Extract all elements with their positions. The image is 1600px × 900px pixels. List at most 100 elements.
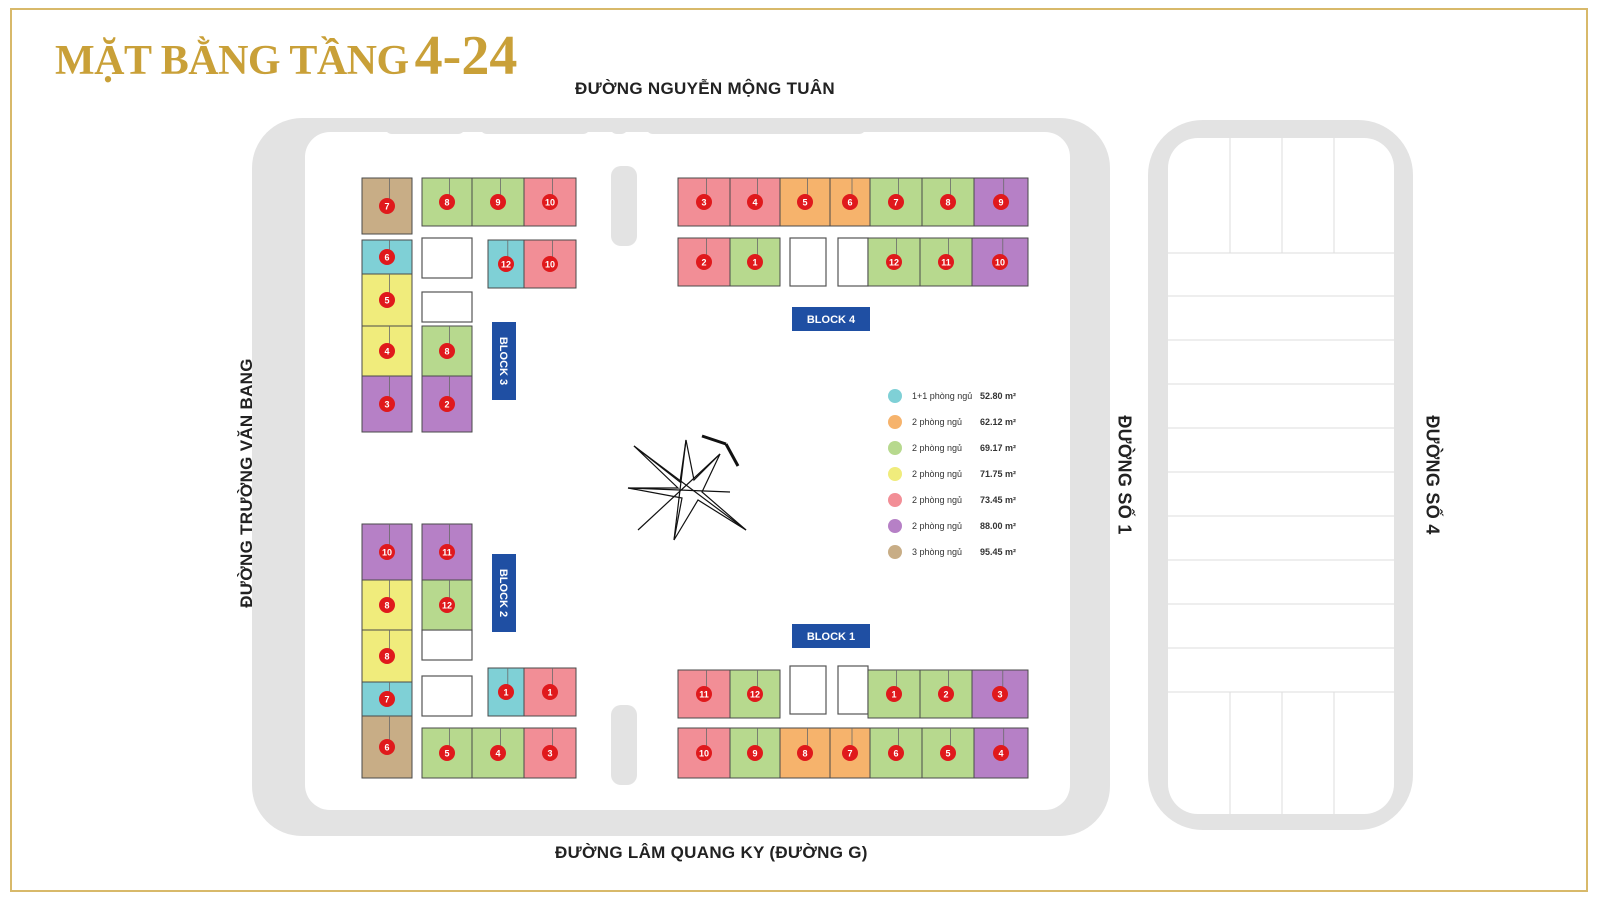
unit-number: 2 bbox=[444, 400, 449, 410]
compass-needle bbox=[701, 434, 727, 446]
unit-number-badge bbox=[542, 256, 558, 272]
block-2-unit[interactable]: 7 bbox=[361, 681, 413, 717]
unit-number-badge bbox=[439, 745, 455, 761]
unit-number: 4 bbox=[384, 347, 389, 357]
block-1-unit[interactable]: 3 bbox=[971, 669, 1029, 719]
top-lane-4 bbox=[646, 120, 866, 134]
block-4-unit[interactable]: 3 bbox=[677, 177, 731, 227]
unit-number: 9 bbox=[998, 198, 1003, 208]
block-1-unit[interactable]: 8 bbox=[779, 727, 831, 779]
unit-number-badge bbox=[379, 198, 395, 214]
unit-number-badge bbox=[439, 544, 455, 560]
block-2-unit[interactable]: 3 bbox=[523, 727, 577, 779]
block-3-unit[interactable]: 8 bbox=[421, 177, 473, 227]
unit-number: 10 bbox=[995, 258, 1005, 268]
unit-area bbox=[361, 177, 413, 235]
block-3-unit[interactable]: 12 bbox=[487, 239, 525, 289]
block-3-unit[interactable]: 3 bbox=[361, 375, 413, 433]
block-4-label: BLOCK 4 bbox=[792, 307, 870, 331]
legend-swatch bbox=[888, 493, 902, 507]
unit-number: 8 bbox=[444, 198, 449, 208]
block-2-unit[interactable]: 4 bbox=[471, 727, 525, 779]
unit-number-badge bbox=[888, 745, 904, 761]
compass-ray bbox=[637, 453, 721, 531]
block-3-unit[interactable]: 6 bbox=[361, 239, 413, 275]
block-3-unit[interactable]: 8 bbox=[421, 325, 473, 377]
unit-number: 7 bbox=[384, 202, 389, 212]
block-2-unit[interactable]: 1 bbox=[487, 667, 525, 717]
block-4-unit[interactable]: 8 bbox=[921, 177, 975, 227]
block-3-unit[interactable]: 10 bbox=[523, 239, 577, 289]
unit-number-badge bbox=[992, 686, 1008, 702]
unit-number-badge bbox=[439, 343, 455, 359]
unit-number-badge bbox=[490, 194, 506, 210]
block-3-unit[interactable]: 9 bbox=[471, 177, 525, 227]
block-1-unit[interactable]: 11 bbox=[677, 669, 731, 719]
core-block-4-a bbox=[789, 237, 827, 287]
block-4-unit[interactable]: 7 bbox=[869, 177, 923, 227]
legend-item: 1+1 phòng ngủ 52.80 m² bbox=[888, 383, 1038, 409]
unit-number-badge bbox=[747, 194, 763, 210]
block-4-unit[interactable]: 1 bbox=[729, 237, 781, 287]
block-1-unit[interactable]: 9 bbox=[729, 727, 781, 779]
block-1-unit[interactable]: 2 bbox=[919, 669, 973, 719]
legend-area: 69.17 m² bbox=[980, 443, 1017, 453]
unit-number: 1 bbox=[752, 258, 757, 268]
block-3-unit[interactable]: 5 bbox=[361, 273, 413, 327]
core-block-2-lift bbox=[421, 629, 473, 661]
unit-number: 8 bbox=[384, 601, 389, 611]
block-4-unit[interactable]: 9 bbox=[973, 177, 1029, 227]
block-2-unit[interactable]: 1 bbox=[523, 667, 577, 717]
core-block-3-lift bbox=[421, 291, 473, 323]
core-block-1-a bbox=[789, 665, 827, 715]
bottom-lane-2 bbox=[480, 816, 590, 830]
unit-number: 6 bbox=[384, 743, 389, 753]
unit-number-badge bbox=[379, 396, 395, 412]
block-1-unit[interactable]: 4 bbox=[973, 727, 1029, 779]
road-west-text: ĐƯỜNG TRƯỜNG VĂN BANG bbox=[237, 358, 256, 608]
unit-number: 12 bbox=[501, 260, 511, 270]
block-4-unit[interactable]: 5 bbox=[779, 177, 831, 227]
unit-number-badge bbox=[993, 194, 1009, 210]
legend-type: 2 phòng ngủ bbox=[912, 417, 963, 427]
block-2-unit[interactable]: 5 bbox=[421, 727, 473, 779]
block-3-unit[interactable]: 7 bbox=[361, 177, 413, 235]
block-2-text: BLOCK 2 bbox=[497, 569, 509, 617]
block-1-unit[interactable]: 5 bbox=[921, 727, 975, 779]
block-2-unit[interactable]: 11 bbox=[421, 523, 473, 581]
block-1-unit[interactable]: 6 bbox=[869, 727, 923, 779]
block-4-unit[interactable]: 10 bbox=[971, 237, 1029, 287]
unit-number-badge bbox=[379, 292, 395, 308]
block-2-unit[interactable]: 8 bbox=[361, 629, 413, 683]
unit-number-badge bbox=[842, 194, 858, 210]
block-1-unit[interactable]: 10 bbox=[677, 727, 731, 779]
block-4-unit[interactable]: 12 bbox=[867, 237, 921, 287]
top-lane-2 bbox=[480, 120, 590, 134]
block-3-unit[interactable]: 2 bbox=[421, 375, 473, 433]
block-1-unit[interactable]: 1 bbox=[867, 669, 921, 719]
block-2-unit[interactable]: 8 bbox=[361, 579, 413, 631]
block-1-unit[interactable]: 7 bbox=[829, 727, 871, 779]
unit-area bbox=[919, 237, 973, 287]
east-parcel-grid bbox=[1168, 138, 1394, 814]
block-3-unit[interactable]: 4 bbox=[361, 325, 413, 377]
unit-number-badge bbox=[542, 745, 558, 761]
block-4-unit[interactable]: 2 bbox=[677, 237, 731, 287]
block-4-unit[interactable]: 4 bbox=[729, 177, 781, 227]
unit-number: 3 bbox=[384, 400, 389, 410]
unit-area bbox=[677, 237, 731, 287]
block-4-unit[interactable]: 11 bbox=[919, 237, 973, 287]
block-4-unit[interactable]: 6 bbox=[829, 177, 871, 227]
compass-needle bbox=[724, 443, 740, 467]
unit-number: 10 bbox=[545, 260, 555, 270]
block-1-unit[interactable]: 12 bbox=[729, 669, 781, 719]
core-block-2 bbox=[421, 675, 473, 717]
block-3-unit[interactable]: 10 bbox=[523, 177, 577, 227]
block-2-unit[interactable]: 10 bbox=[361, 523, 413, 581]
unit-number: 1 bbox=[547, 688, 552, 698]
block-2-unit[interactable]: 12 bbox=[421, 579, 473, 631]
unit-number: 7 bbox=[847, 749, 852, 759]
block-2-unit[interactable]: 6 bbox=[361, 715, 413, 779]
